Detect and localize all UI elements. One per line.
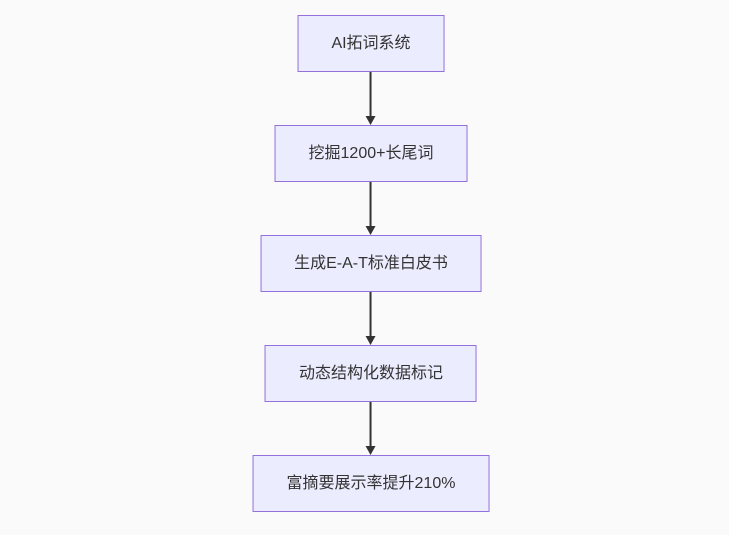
arrow-line [370, 402, 372, 446]
flow-node-label: AI拓词系统 [331, 34, 411, 52]
flowchart: AI拓词系统 挖掘1200+长尾词 生成E-A-T标准白皮书 动态结构化数据标记 [252, 15, 490, 512]
flow-node-label: 富摘要展示率提升210% [286, 474, 456, 492]
flow-node-label: 生成E-A-T标准白皮书 [294, 254, 448, 272]
arrowhead-down-icon [366, 226, 376, 235]
flow-node-label: 挖掘1200+长尾词 [308, 144, 434, 162]
arrowhead-down-icon [366, 336, 376, 345]
flow-edge-2 [366, 182, 376, 235]
arrow-line [370, 72, 372, 116]
flow-node-longtail-mining: 挖掘1200+长尾词 [274, 125, 468, 182]
flow-node-ai-word-expansion: AI拓词系统 [297, 15, 445, 72]
arrowhead-down-icon [366, 116, 376, 125]
flow-node-rich-snippet-result: 富摘要展示率提升210% [252, 455, 490, 512]
flow-edge-4 [366, 402, 376, 455]
flow-node-eat-whitepaper: 生成E-A-T标准白皮书 [260, 235, 482, 292]
flow-node-label: 动态结构化数据标记 [298, 364, 443, 382]
flow-edge-3 [366, 292, 376, 345]
arrowhead-down-icon [366, 446, 376, 455]
flow-node-structured-data-markup: 动态结构化数据标记 [264, 345, 477, 402]
arrow-line [370, 182, 372, 226]
flow-edge-1 [366, 72, 376, 125]
arrow-line [370, 292, 372, 336]
